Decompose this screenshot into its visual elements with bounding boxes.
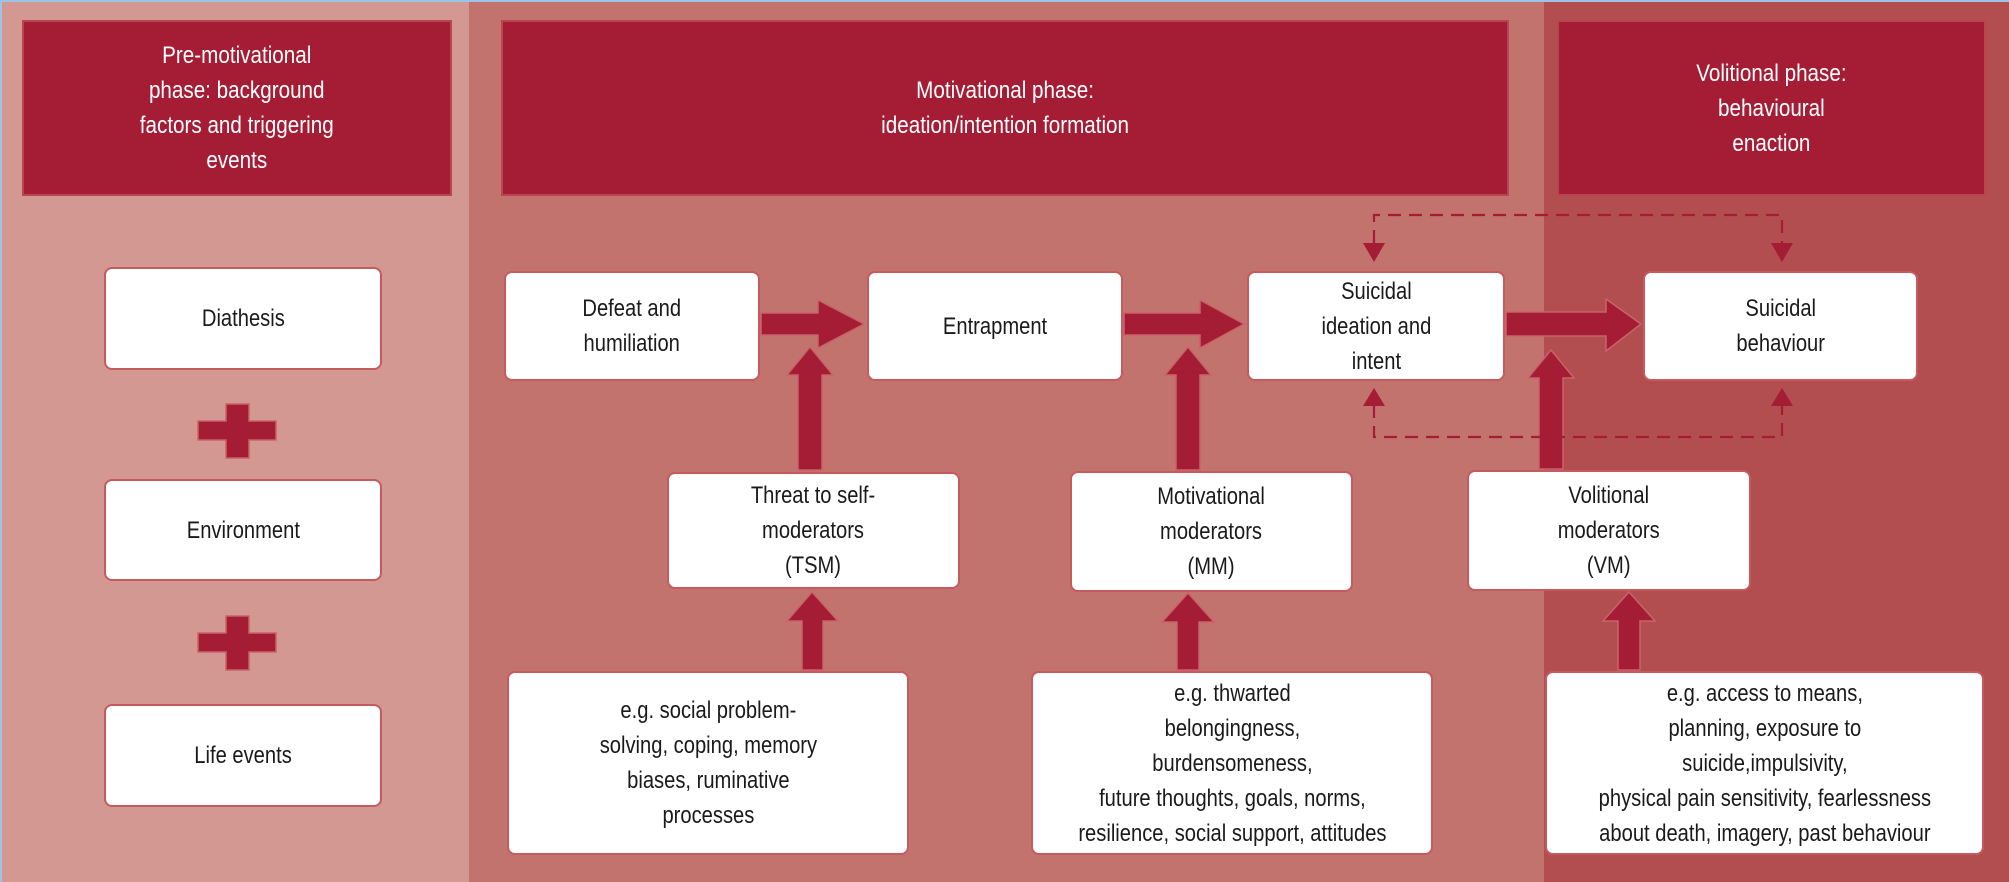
suicidal-ideation-box: Suicidal ideation and intent: [1247, 271, 1505, 381]
life-events-box: Life events: [104, 704, 382, 807]
motivational-phase-title: Motivational phase: ideation/intention f…: [881, 77, 1129, 139]
entrapment-box: Entrapment: [867, 271, 1123, 381]
life-events-label: Life events: [194, 742, 292, 769]
tsm-label: Threat to self- moderators (TSM): [751, 482, 876, 579]
diathesis-label: Diathesis: [201, 305, 285, 332]
pre-motivational-phase-header: Pre-motivational phase: background facto…: [22, 20, 452, 196]
vm-examples-text: e.g. access to means, planning, exposure…: [1598, 679, 1931, 847]
mm-examples-text: e.g. thwarted belongingness, burdensomen…: [1077, 679, 1387, 847]
mm-label: Motivational moderators (MM): [1157, 483, 1266, 580]
mm-examples-box: e.g. thwarted belongingness, burdensomen…: [1031, 671, 1433, 855]
vm-box: Volitional moderators (VM): [1467, 470, 1751, 591]
diathesis-box: Diathesis: [104, 267, 382, 370]
suicidal-behaviour-label: Suicidal behaviour: [1736, 295, 1825, 357]
defeat-humiliation-box: Defeat and humiliation: [504, 271, 760, 381]
volitional-phase-header: Volitional phase: behavioural enaction: [1557, 20, 1986, 196]
suicidal-behaviour-box: Suicidal behaviour: [1643, 271, 1918, 381]
frame-edge-left: [0, 0, 2, 882]
environment-label: Environment: [186, 516, 300, 544]
tsm-box: Threat to self- moderators (TSM): [667, 472, 960, 589]
frame-edge-top: [0, 0, 2009, 2]
volitional-phase-title: Volitional phase: behavioural enaction: [1696, 59, 1847, 157]
tsm-examples-text: e.g. social problem- solving, coping, me…: [599, 697, 817, 829]
defeat-humiliation-label: Defeat and humiliation: [582, 295, 682, 357]
vm-examples-box: e.g. access to means, planning, exposure…: [1545, 671, 1984, 855]
entrapment-label: Entrapment: [942, 312, 1048, 340]
motivational-phase-header: Motivational phase: ideation/intention f…: [501, 20, 1509, 196]
vm-label: Volitional moderators (VM): [1558, 482, 1660, 579]
pre-motivational-phase-title: Pre-motivational phase: background facto…: [140, 42, 334, 174]
mm-box: Motivational moderators (MM): [1070, 471, 1353, 592]
tsm-examples-box: e.g. social problem- solving, coping, me…: [507, 671, 909, 855]
suicidal-ideation-label: Suicidal ideation and intent: [1321, 277, 1431, 375]
environment-box: Environment: [104, 479, 382, 581]
